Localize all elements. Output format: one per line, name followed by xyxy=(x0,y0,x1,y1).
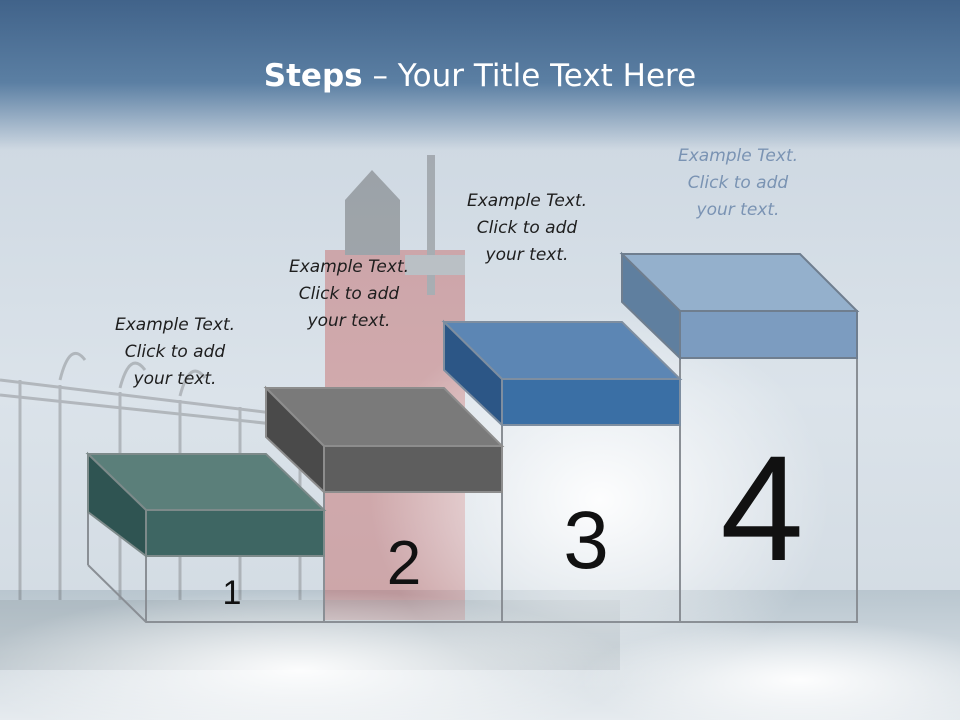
step-3-line-1: Example Text. xyxy=(466,191,588,211)
step-4-line-2: Click to add xyxy=(687,173,789,193)
step-4-line-3: your text. xyxy=(696,200,780,220)
step-text-4[interactable]: Example Text. Click to add your text. xyxy=(648,143,828,224)
step-2-line-2: Click to add xyxy=(298,284,400,304)
step-block-2[interactable] xyxy=(263,385,505,495)
step-1-line-2: Click to add xyxy=(124,342,226,362)
step-1-line-1: Example Text. xyxy=(114,315,236,335)
step-block-3[interactable] xyxy=(441,319,683,428)
step-3-line-2: Click to add xyxy=(476,218,578,238)
step-number-1: 1 xyxy=(223,574,242,612)
step-2-line-3: your text. xyxy=(307,311,391,331)
step-text-3[interactable]: Example Text. Click to add your text. xyxy=(437,188,617,269)
step-block-4[interactable] xyxy=(619,251,860,361)
step-number-4: 4 xyxy=(720,424,803,592)
step-1-line-3: your text. xyxy=(133,369,217,389)
step-4-line-1: Example Text. xyxy=(677,146,799,166)
step-2-line-1: Example Text. xyxy=(288,257,410,277)
step-number-3: 3 xyxy=(563,495,609,586)
step-number-2: 2 xyxy=(387,529,421,598)
title-rest: – Your Title Text Here xyxy=(362,58,697,94)
step-text-1[interactable]: Example Text. Click to add your text. xyxy=(85,312,265,393)
title-bold: Steps xyxy=(263,58,363,94)
title-band xyxy=(0,0,960,150)
slide-title[interactable]: Steps – Your Title Text Here xyxy=(0,56,960,96)
step-block-1[interactable] xyxy=(85,451,327,559)
step-text-2[interactable]: Example Text. Click to add your text. xyxy=(259,254,439,335)
step-3-line-3: your text. xyxy=(485,245,569,265)
